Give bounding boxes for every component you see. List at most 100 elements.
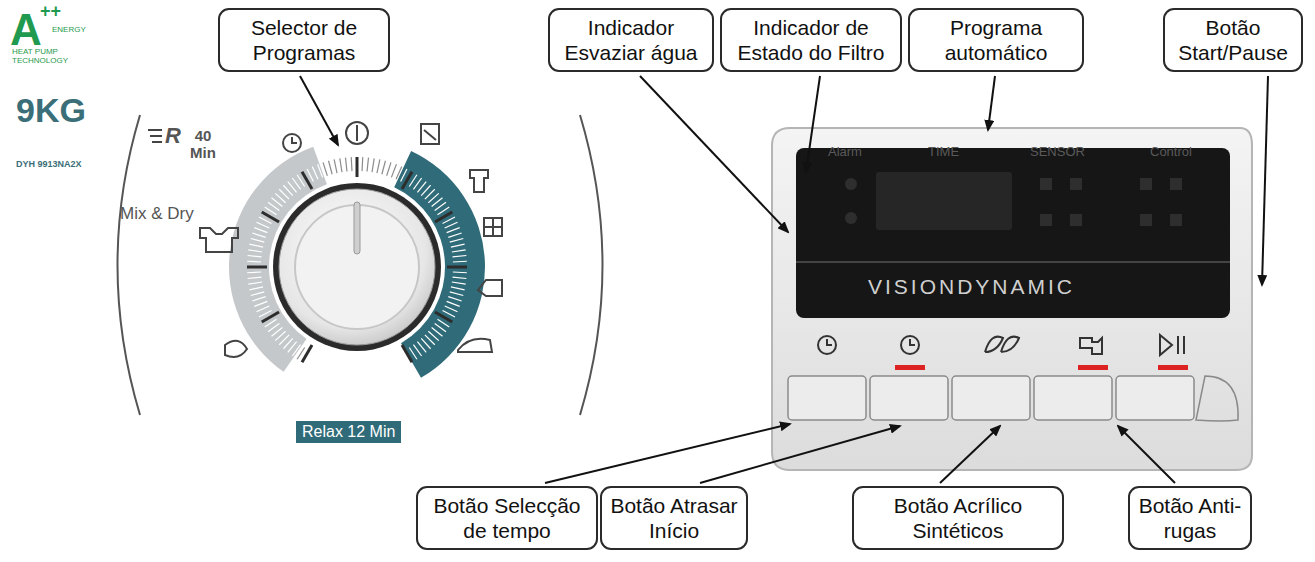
callout-text: Indicador Esvaziar água (556, 15, 706, 65)
dial-tick (452, 282, 466, 284)
callout-box: Botão Selecção de tempo (416, 486, 598, 550)
dial-tick (268, 202, 279, 210)
dial-tick (254, 228, 267, 233)
callout-text: Botão Acrílico Sintéticos (860, 493, 1056, 543)
callout-text: Programa automático (916, 15, 1076, 65)
dial-tick (409, 175, 417, 187)
printed-label: Mix & Dry (120, 205, 194, 224)
dial-tick (413, 345, 421, 356)
dial-tick (248, 277, 262, 278)
dial-tick (391, 164, 396, 177)
dial-tick (252, 297, 265, 301)
dial-tick (367, 158, 368, 172)
dial-tick (323, 162, 327, 175)
printed-label: 40 Min (188, 128, 218, 161)
dial-tick (247, 266, 267, 269)
printed-label: ENERGY (52, 26, 86, 35)
panel-buttons (788, 376, 1194, 420)
led-bars (895, 365, 1188, 370)
dial-tick (447, 301, 460, 306)
dial-tick (402, 172, 412, 189)
dial-tick (307, 169, 313, 181)
dial-tick (248, 250, 262, 252)
dial-tick (435, 212, 452, 222)
dial-tick (445, 222, 458, 228)
callout-text: Botão Anti-rugas (1136, 493, 1244, 543)
printed-label: DYH 9913NA2X (16, 160, 82, 170)
dial-tick (402, 345, 412, 362)
dial-tick (432, 198, 443, 207)
dial-tick (435, 312, 452, 322)
dial-tick (329, 161, 333, 175)
printed-label: R (165, 124, 181, 148)
callout-text: Botão Start/Pause (1171, 15, 1295, 65)
knob (279, 189, 435, 345)
callout-text: Botão Atrasar Início (608, 493, 740, 543)
dial-tick (262, 212, 279, 222)
callout-text: Indicador de Estado do Filtro (728, 15, 894, 65)
dial-tick (247, 271, 261, 273)
knob-rim (273, 183, 441, 351)
callout-box: Indicador de Estado do Filtro (720, 8, 902, 72)
dial-tick (396, 167, 402, 180)
dial-tick (377, 159, 380, 173)
button-edge (1196, 376, 1238, 421)
dial-tick (452, 277, 466, 278)
dial-bracket (118, 115, 141, 415)
dial-tick (249, 244, 263, 247)
dial-tick (312, 167, 318, 180)
printed-label: Alarm (828, 145, 862, 159)
dial-tick (435, 323, 446, 331)
leader-arrows (300, 76, 1268, 483)
dial-tick (288, 182, 297, 193)
dial-tick (417, 342, 426, 353)
callout-box: Botão Start/Pause (1163, 8, 1303, 72)
dial-tick (318, 164, 323, 177)
dial-tick (259, 311, 271, 317)
dial-bracket (580, 115, 603, 415)
display-indicators (845, 178, 1182, 226)
time-display (876, 172, 1012, 230)
dial-tick (361, 157, 363, 171)
dial-tick (372, 158, 374, 172)
dial-tick (248, 282, 262, 284)
dial-tick (447, 266, 467, 269)
dial-tick (265, 207, 277, 215)
dial-tick (297, 348, 305, 360)
printed-label: 9KG (16, 92, 86, 129)
dial-tick (351, 157, 353, 171)
dial-tick (451, 244, 465, 247)
printed-label: ++ (40, 2, 61, 22)
printed-label: SENSOR (1030, 145, 1085, 159)
callout-text: Selector de Programas (226, 15, 382, 65)
printed-label: TIME (928, 145, 959, 159)
dial-tick (413, 178, 421, 189)
dial-tick (251, 292, 265, 296)
printed-label: VISIONDYNAMIC (868, 275, 1075, 298)
printed-label: HEAT PUMP TECHNOLOGY (12, 48, 82, 66)
dial-tick (262, 312, 279, 322)
printed-label: Relax 12 Min (296, 421, 401, 443)
dial-tick (450, 239, 464, 243)
dial-tick (254, 301, 267, 306)
callout-box: Botão Acrílico Sintéticos (852, 486, 1064, 550)
callout-text: Botão Selecção de tempo (424, 493, 590, 543)
dial-tick (356, 157, 359, 177)
dial-tick (452, 250, 466, 252)
dial-scale (229, 147, 485, 378)
dial-tick (447, 228, 460, 233)
dial-tick (438, 319, 450, 327)
dial-tick (453, 261, 467, 263)
dial-tick (451, 287, 465, 290)
dial-tick (249, 287, 263, 290)
dial-tick (443, 217, 455, 223)
dial-tick (257, 222, 270, 228)
dial-tick (452, 256, 466, 257)
dial-tick (387, 162, 391, 175)
dial-tick (448, 297, 461, 301)
dial-tick (450, 292, 464, 296)
dial-tick (252, 233, 265, 237)
printed-label: Control (1150, 145, 1192, 159)
dial-tick (445, 306, 458, 312)
